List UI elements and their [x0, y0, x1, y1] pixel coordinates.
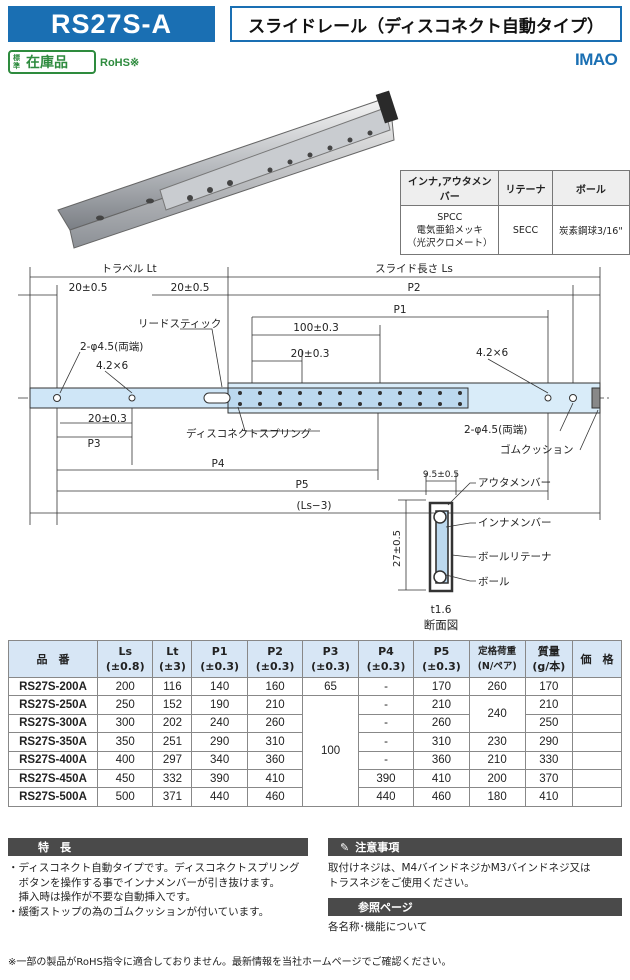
refs-link[interactable]: 各名称･機能について — [328, 921, 428, 933]
p3-label: P3 — [87, 438, 100, 450]
rohs-badge: RoHS※ — [100, 57, 140, 69]
mat-header-retainer: リテーナ — [498, 170, 553, 206]
slot-right-label: 4.2×6 — [476, 347, 508, 359]
model-number: RS27S-A — [8, 6, 215, 42]
stock-badge: 標準 在庫品 — [8, 50, 96, 74]
dim-100: 100±0.3 — [293, 322, 339, 334]
features-body: ・ディスコネクト自動タイプです。ディスコネクトスプリング ボタンを操作する事でイ… — [8, 862, 300, 918]
slot-left-label: 4.2×6 — [96, 360, 128, 372]
col-part: 品 番 — [8, 640, 98, 678]
col-p1: P1 (±0.3) — [191, 640, 248, 678]
table-row: RS27S-250A 250 152 190 210 100 - 210 240… — [8, 695, 622, 807]
stock-small-label: 標準 — [13, 54, 20, 70]
notes-section: ✎ 注意事項 取付けネジは、M4バインドネジかM3バインドネジ又は トラスネジを… — [328, 838, 622, 935]
table-row: RS27S-500A 500 371 440 460 440 460 180 4… — [8, 787, 622, 807]
notes-title: 注意事項 — [355, 841, 400, 854]
col-p4: P4 (±0.3) — [357, 640, 415, 678]
outer-member-label: アウタメンバー — [478, 477, 551, 489]
thickness-label: t1.6 — [431, 604, 452, 616]
spring-label: ディスコネクトスプリング — [186, 427, 312, 440]
col-mass: 質量 (g/本) — [524, 640, 574, 678]
col-ls: Ls (±0.8) — [96, 640, 154, 678]
rohs-footnote: ※一部の製品がRoHS指令に適合しておりません。最新情報を当社ホームページでご確… — [8, 957, 452, 968]
col-price: 価 格 — [572, 640, 622, 678]
notes-body: 取付けネジは、M4バインドネジかM3バインドネジ又は トラスネジをご使用ください… — [328, 862, 591, 889]
cushion-label: ゴムクッション — [500, 443, 574, 456]
col-load: 定格荷重 (N/ペア) — [468, 640, 526, 678]
mat-header-ball: ボール — [551, 170, 630, 206]
col-lt: Lt (±3) — [152, 640, 193, 678]
table-row: RS27S-400A 400 297 340 360 - 360 210 330 — [8, 750, 622, 770]
p4-label: P4 — [211, 458, 224, 470]
product-photo — [57, 90, 399, 249]
product-title: スライドレール（ディスコネクト自動タイプ） — [230, 6, 622, 42]
notes-heading: ✎ 注意事項 — [328, 838, 622, 856]
table-row: RS27S-200A 200 116 140 160 65 - 170 260 … — [8, 676, 622, 697]
table-row: RS27S-450A 450 332 390 410 390 410 200 3… — [8, 768, 622, 789]
col-p5: P5 (±0.3) — [413, 640, 470, 678]
hole-left-label: 2-φ4.5(両端) — [80, 340, 143, 353]
dim-20-travel: 20±0.5 — [171, 282, 210, 294]
col-p2: P2 (±0.3) — [246, 640, 304, 678]
p2-label: P2 — [407, 282, 420, 294]
dim-20-left: 20±0.5 — [69, 282, 108, 294]
features-section: 特 長 ・ディスコネクト自動タイプです。ディスコネクトスプリング ボタンを操作す… — [8, 838, 308, 919]
dim-20-bottom: 20±0.3 — [88, 413, 127, 425]
brand-logo: IMAO — [575, 50, 618, 69]
travel-label: トラベル Lt — [101, 263, 156, 275]
mat-header-member: インナ,アウタメンバー — [399, 170, 500, 206]
ls3-label: (Ls−3) — [297, 500, 332, 512]
inner-member-label: インナメンバー — [478, 517, 552, 529]
lead-stick-label: リードスティック — [138, 318, 221, 330]
col-p3: P3 (±0.3) — [302, 640, 359, 678]
refs-heading: 参照ページ — [328, 898, 622, 916]
ball-label: ボール — [478, 576, 510, 588]
section-height: 27±0.5 — [392, 530, 403, 567]
section-width: 9.5±0.5 — [423, 470, 459, 480]
hole-right-label: 2-φ4.5(両端) — [464, 423, 527, 436]
dim-20-slot: 20±0.3 — [291, 348, 330, 360]
spec-table: 品 番 Ls (±0.8) Lt (±3) P1 (±0.3) P2 (±0.3… — [8, 640, 622, 807]
mat-retainer: SECC — [498, 205, 553, 255]
table-row: RS27S-300A 300 202 240 260 - 260 250 — [8, 713, 622, 734]
p5-label: P5 — [295, 479, 308, 491]
section-caption: 断面図 — [424, 618, 459, 632]
material-table: インナ,アウタメンバー リテーナ ボール SPCC 電気亜鉛メッキ （光沢クロメ… — [399, 170, 630, 255]
mat-member: SPCC 電気亜鉛メッキ （光沢クロメート） — [399, 205, 500, 255]
p1-label: P1 — [393, 304, 406, 316]
mat-ball: 炭素鋼球3/16" — [551, 205, 630, 255]
retainer-label: ボールリテーナ — [478, 551, 552, 563]
features-heading: 特 長 — [8, 838, 308, 856]
stock-label: 在庫品 — [26, 55, 68, 71]
slide-length-label: スライド長さ Ls — [375, 263, 453, 275]
pencil-icon: ✎ — [340, 840, 350, 854]
dimension-drawing: トラベル Lt スライド長さ Ls 20±0.5 20±0.5 P2 P1 リー… — [18, 263, 612, 632]
